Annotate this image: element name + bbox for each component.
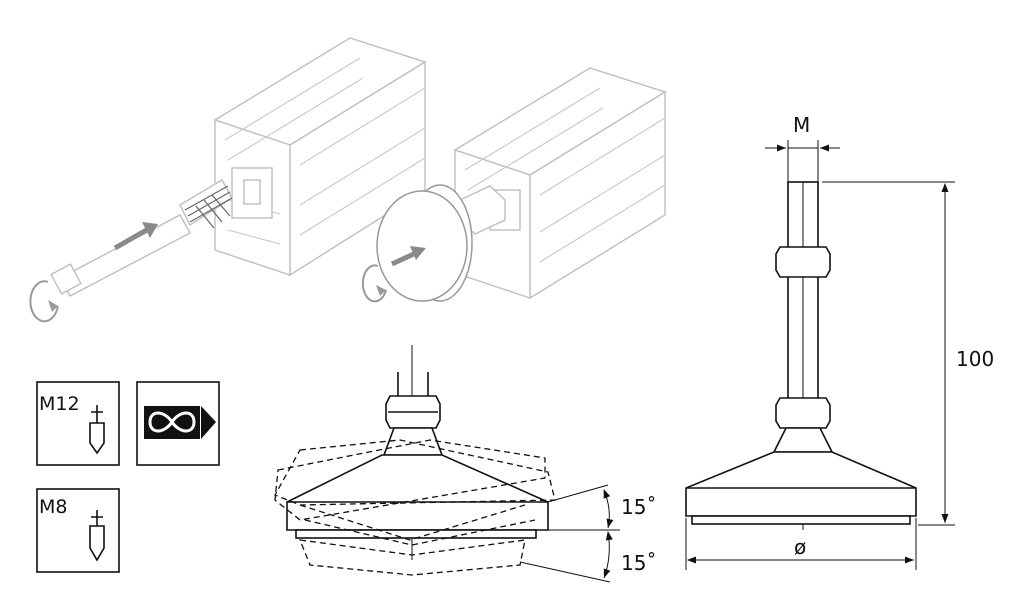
infinity-icon bbox=[136, 381, 220, 466]
m8-thread-icon: M8 bbox=[36, 488, 120, 573]
profile-tapping-illustration bbox=[29, 37, 427, 323]
foot-mounting-illustration bbox=[361, 67, 667, 303]
m12-label: M12 bbox=[39, 393, 80, 415]
rotate-icon-left bbox=[29, 280, 59, 323]
m12-thread-icon: M12 bbox=[36, 381, 120, 466]
height-value-label: 100 bbox=[956, 347, 994, 371]
tilt-view-drawing: 15˚ 15˚ bbox=[274, 345, 656, 583]
insert-arrow-right bbox=[390, 246, 426, 267]
m8-label: M8 bbox=[39, 496, 67, 518]
tilt-angle-lower: 15˚ bbox=[621, 551, 656, 575]
tilt-angle-upper: 15˚ bbox=[621, 495, 656, 519]
levelling-foot-disc bbox=[376, 184, 506, 302]
insert-arrow-left bbox=[113, 222, 158, 251]
rotate-icon-right bbox=[361, 264, 387, 303]
diameter-label: ø bbox=[794, 535, 806, 559]
aluminium-profile-right bbox=[453, 67, 667, 300]
tap-tool bbox=[50, 179, 233, 297]
thread-size-label: M bbox=[793, 113, 810, 137]
aluminium-profile-left bbox=[213, 37, 427, 277]
dimension-view-drawing: M 100 ø bbox=[685, 113, 994, 570]
